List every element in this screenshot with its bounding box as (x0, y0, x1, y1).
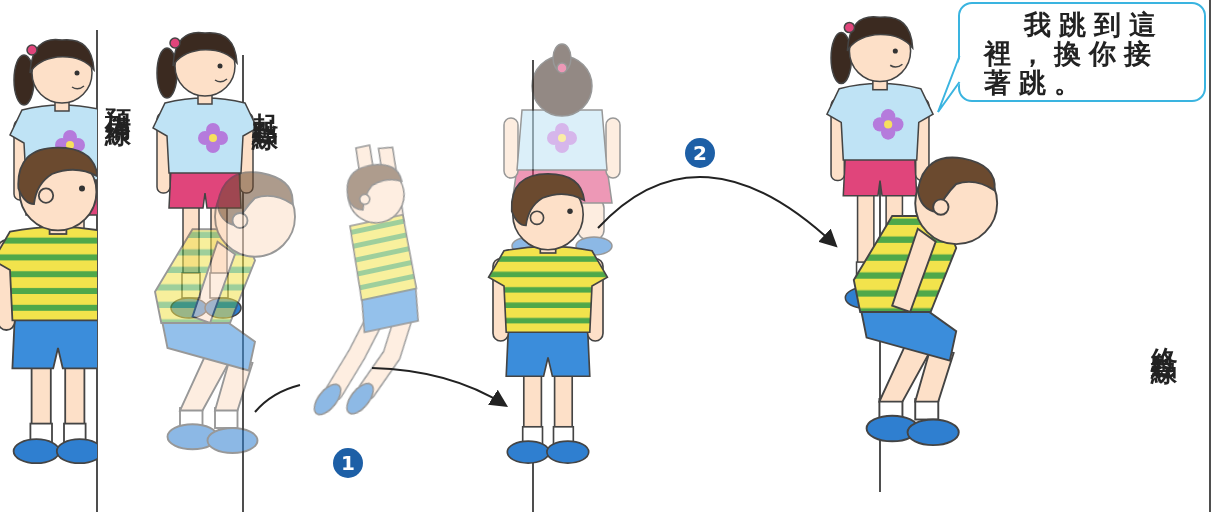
line-label: 終點線 (1150, 326, 1178, 344)
callout-number: 2 (685, 138, 715, 168)
callout-number: 1 (333, 448, 363, 478)
children (0, 17, 997, 463)
bubble-tail-outline (938, 56, 960, 112)
jump-arrows (255, 177, 835, 412)
line-label: 預備線 (104, 88, 132, 106)
bubble-tail-fill (938, 56, 961, 112)
track-lines (97, 0, 1210, 512)
line-label: 起點線 (251, 92, 279, 110)
speech-bubble: 我跳到這裡，換你接著跳。 (958, 2, 1206, 102)
bubble-text: 我跳到這裡，換你接著跳。 (984, 10, 1184, 97)
